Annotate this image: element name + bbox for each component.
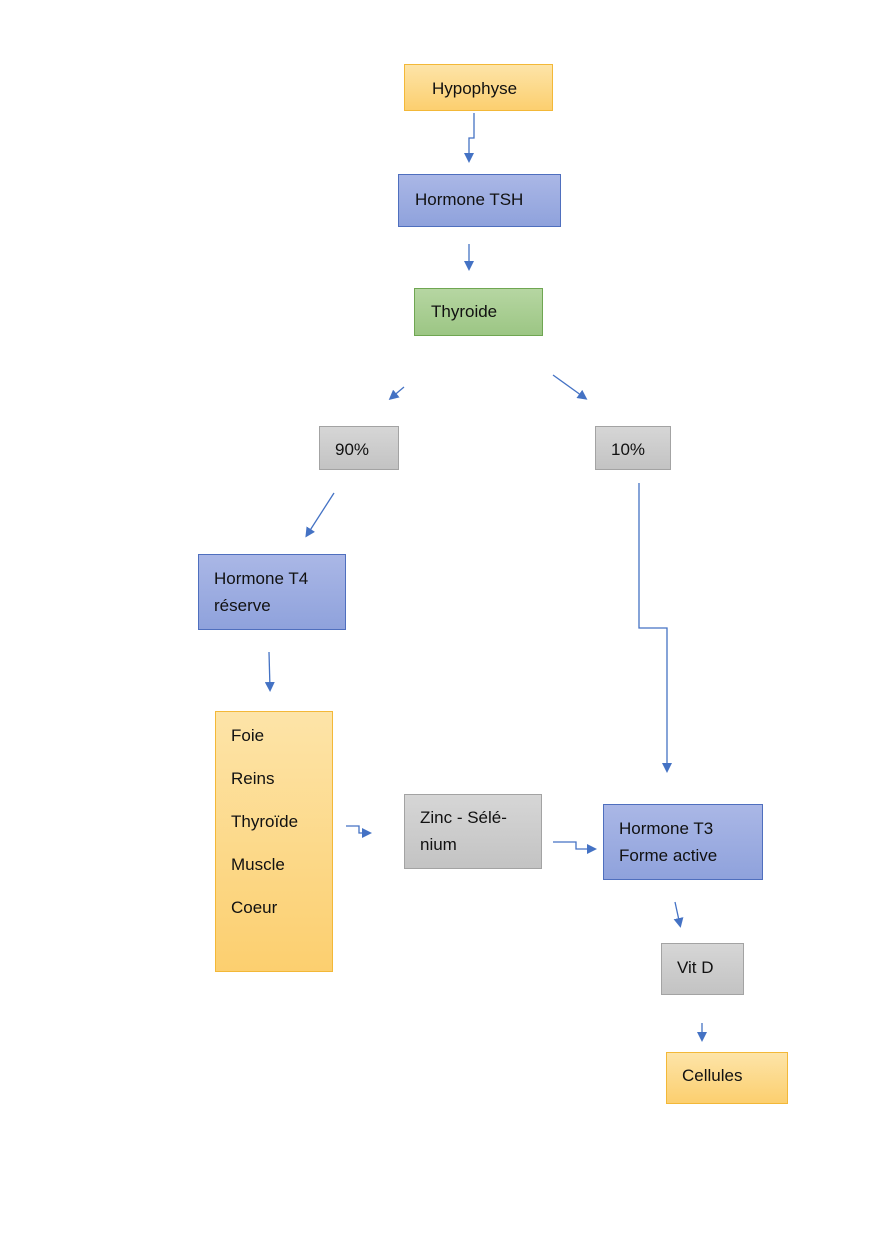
node-10-percent: 10% <box>595 426 671 470</box>
arrow-thyroide-to-10 <box>552 374 588 400</box>
node-zinc-selenium-label: Zinc - Sélé- nium <box>420 808 507 854</box>
arrow-10-to-t3 <box>638 483 672 773</box>
node-vit-d: Vit D <box>661 943 744 995</box>
node-hormone-t3: Hormone T3 Forme active <box>603 804 763 880</box>
node-90-percent: 90% <box>319 426 399 470</box>
node-thyroide-label: Thyroide <box>431 302 498 321</box>
organ-foie: Foie <box>231 726 265 745</box>
node-vit-d-label: Vit D <box>677 958 714 977</box>
arrow-t3-to-vitd <box>673 901 684 928</box>
organ-coeur: Coeur <box>231 898 278 917</box>
arrow-zinc-to-t3 <box>553 841 597 854</box>
node-hormone-tsh: Hormone TSH <box>398 174 561 227</box>
organ-reins: Reins <box>231 769 275 788</box>
node-cellules: Cellules <box>666 1052 788 1104</box>
node-hormone-t3-label: Hormone T3 Forme active <box>619 819 718 865</box>
arrow-hypophyse-to-tsh <box>464 113 475 163</box>
arrow-organs-to-zinc <box>346 825 372 838</box>
arrow-t4-to-organs <box>264 651 275 692</box>
organ-muscle: Muscle <box>231 855 285 874</box>
node-10-percent-label: 10% <box>611 440 646 459</box>
node-zinc-selenium: Zinc - Sélé- nium <box>404 794 542 869</box>
node-cellules-label: Cellules <box>682 1066 743 1085</box>
organ-thyroide: Thyroïde <box>231 812 299 831</box>
node-hormone-tsh-label: Hormone TSH <box>415 190 524 209</box>
node-90-percent-label: 90% <box>335 440 370 459</box>
node-hypophyse: Hypophyse <box>404 64 553 111</box>
node-organs: Foie Reins Thyroïde Muscle Coeur <box>215 711 333 972</box>
arrow-90-to-t4 <box>305 492 335 538</box>
arrow-thyroide-to-90 <box>388 386 405 400</box>
node-hormone-t4-label: Hormone T4 réserve <box>214 569 309 615</box>
node-hypophyse-label: Hypophyse <box>432 79 518 98</box>
node-thyroide: Thyroide <box>414 288 543 336</box>
node-hormone-t4: Hormone T4 réserve <box>198 554 346 630</box>
